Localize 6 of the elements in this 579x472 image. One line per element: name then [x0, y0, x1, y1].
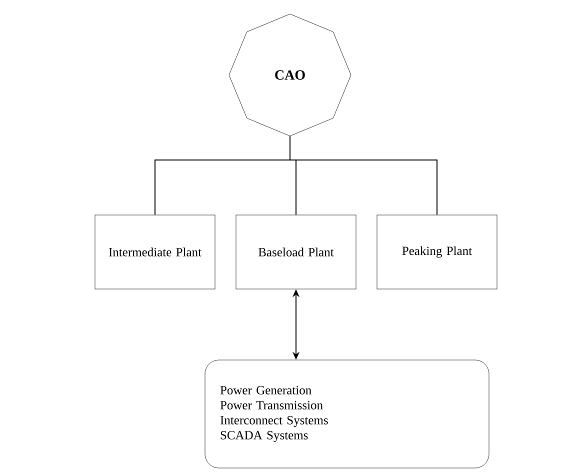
plant-box: Intermediate Plant [94, 214, 216, 290]
rounded-box: Power Generation Power Transmission Interconnect Systems SCADA Systems [204, 360, 490, 468]
plant-box: Peaking Plant [376, 214, 498, 290]
plant-box: Baseload Plant [236, 214, 356, 290]
connector-line [290, 136, 438, 216]
octagon-node: CAO [228, 14, 352, 136]
